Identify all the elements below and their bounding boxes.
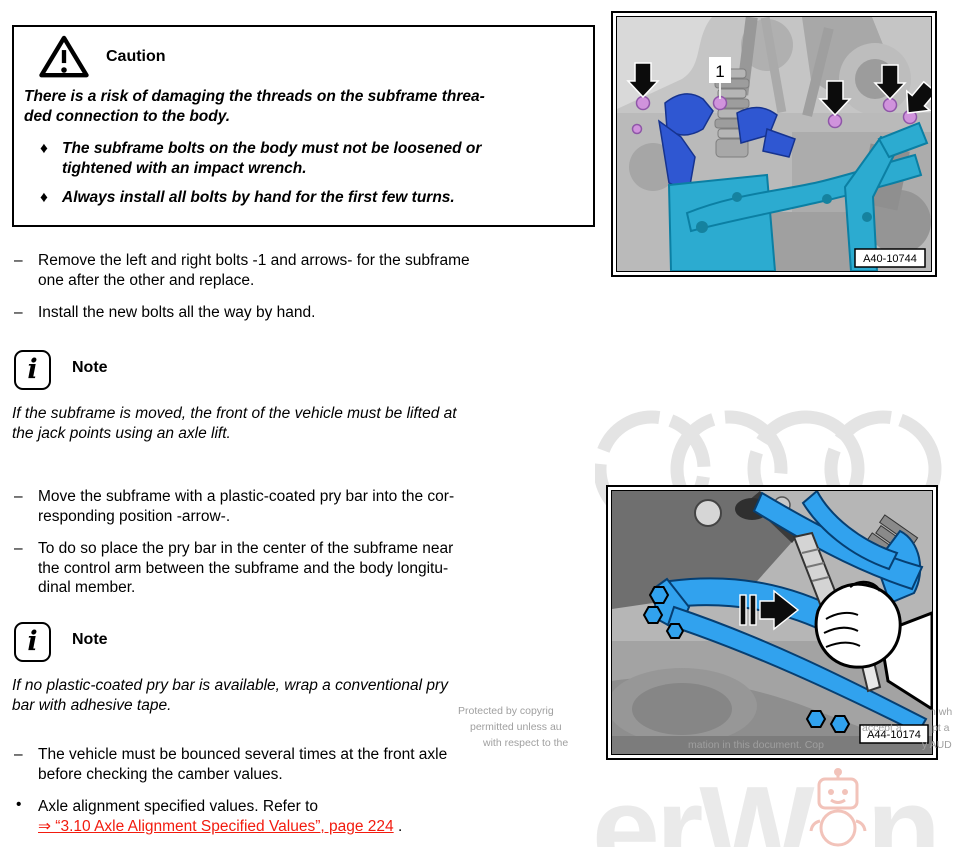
reference-list-item: • Axle alignment specified values. Refer… [16, 796, 601, 836]
dash-marker: – [14, 304, 23, 321]
caution-bullet-item: ♦ The subframe bolts on the body must no… [40, 139, 580, 178]
dot-bullet-icon: • [16, 796, 22, 813]
steering-gear-blue [657, 93, 796, 193]
callout-1-label: 1 [715, 62, 724, 81]
erwin-text-right: n [866, 761, 941, 847]
dash-marker: – [14, 746, 23, 763]
dash-marker: – [14, 540, 23, 557]
figure-subframe-bolts: 1 A40-10744 [611, 11, 938, 277]
note-text: If no plastic-coated pry bar is availabl… [12, 677, 448, 714]
warning-triangle-icon [39, 35, 89, 78]
step-item: – Move the subframe with a plastic-coate… [14, 487, 599, 526]
step-text: Install the new bolts all the way by han… [38, 304, 316, 321]
figure-code-label: A44-10174 [867, 729, 921, 741]
note-title: Note [72, 631, 108, 648]
figure-code-box [859, 724, 929, 744]
figure-2-illustration: A44-10174 [607, 489, 934, 754]
figure-code-label: A40-10744 [863, 253, 917, 265]
step-item: – Remove the left and right bolts -1 and… [14, 251, 599, 290]
copyright-watermark-line3-right: y AUD [922, 739, 952, 751]
info-icon: i [14, 622, 51, 662]
copyright-watermark-line3: with respect to the [483, 737, 569, 749]
arrow-icon [739, 589, 800, 631]
note-title: Note [72, 359, 108, 376]
caution-title: Caution [106, 48, 166, 65]
copyright-watermark-line2-right: pt a [932, 722, 950, 734]
bolt-markers [631, 95, 918, 135]
reference-suffix: . [393, 817, 403, 835]
copyright-watermark-line1: Protected by copyrig [458, 705, 554, 717]
step-text: Move the subframe with a plastic-coated … [38, 488, 455, 525]
caution-box: Caution There is a risk of damaging the … [12, 25, 595, 227]
reference-text: Axle alignment specified values. Refer t… [38, 798, 319, 815]
step-text: Remove the left and right bolts -1 and a… [38, 252, 470, 289]
suspension-blue [651, 489, 928, 735]
copyright-watermark-line3-over: mation in this document. Cop [688, 739, 824, 751]
note-text: If the subframe is moved, the front of t… [12, 405, 457, 442]
caution-bullet-item: ♦ Always install all bolts by hand for t… [40, 188, 580, 208]
erwin-watermark: erW n [592, 761, 941, 847]
hex-bolts [642, 586, 851, 733]
erwin-text-left: erW [592, 761, 814, 847]
step-item: – The vehicle must be bounced several ti… [14, 745, 599, 784]
diamond-bullet-icon: ♦ [40, 140, 48, 157]
step-item: – Install the new bolts all the way by h… [14, 303, 599, 323]
caution-bullet-text: The subframe bolts on the body must not … [62, 140, 482, 177]
figure-code-box [854, 248, 926, 268]
copyright-watermark-line1-right: n wh [930, 706, 953, 718]
robot-mascot-icon [809, 768, 867, 847]
step-item: – To do so place the pry bar in the cent… [14, 539, 599, 598]
figure-1-illustration: 1 A40-10744 [617, 16, 938, 272]
callout-1-box [709, 57, 731, 83]
info-icon: i [14, 350, 51, 390]
arrow-icons [626, 62, 938, 117]
copyright-watermark-line2-over: accept a [862, 722, 902, 734]
axle-alignment-ref-link[interactable]: ⇒ “3.10 Axle Alignment Specified Values”… [38, 817, 394, 835]
dash-marker: – [14, 488, 23, 505]
figure-pry-bar: A44-10174 [606, 485, 938, 760]
diamond-bullet-icon: ♦ [40, 189, 48, 206]
subframe-teal [667, 121, 929, 272]
copyright-watermark-line2: permitted unless au [470, 721, 562, 733]
caution-bullet-text: Always install all bolts by hand for the… [62, 189, 455, 206]
caution-body-text: There is a risk of damaging the threads … [24, 88, 485, 125]
dash-marker: – [14, 252, 23, 269]
step-text: To do so place the pry bar in the center… [38, 540, 454, 596]
step-text: The vehicle must be bounced several time… [38, 746, 448, 783]
